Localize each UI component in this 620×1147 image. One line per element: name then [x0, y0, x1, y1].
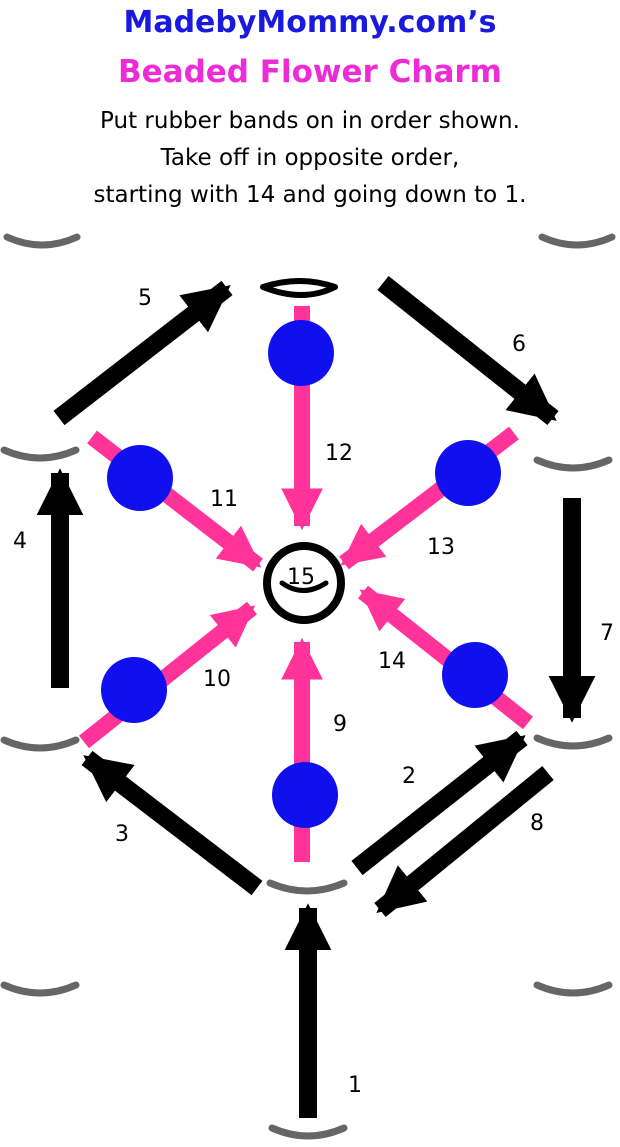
peg-lower-right — [533, 734, 613, 750]
center-band — [279, 580, 329, 593]
step-label-10: 10 — [203, 667, 231, 692]
bead-lower-right — [442, 642, 508, 708]
charm-title: Beaded Flower Charm — [118, 54, 502, 90]
band-10 — [79, 601, 257, 749]
peg-lower-left — [0, 736, 80, 752]
arrow-8 — [374, 766, 554, 917]
step-label-12: 12 — [325, 441, 353, 466]
instruction-line-3: starting with 14 and going down to 1. — [93, 182, 527, 208]
peg-upper-right — [533, 456, 613, 472]
arrow-3 — [81, 750, 263, 896]
peg-upper-left — [0, 446, 80, 462]
instruction-line-1: Put rubber bands on in order shown. — [100, 108, 520, 134]
step-label-15: 15 — [287, 565, 315, 590]
step-label-8: 8 — [530, 811, 544, 836]
peg-center-bottom — [266, 879, 348, 895]
step-label-14: 14 — [378, 649, 406, 674]
bead-top — [268, 320, 334, 386]
pegs — [0, 233, 616, 1140]
band-14 — [358, 585, 533, 730]
center-ring-outer — [263, 542, 345, 624]
step-label-2: 2 — [402, 764, 416, 789]
step-label-9: 9 — [333, 712, 347, 737]
bead-lower-left — [101, 657, 167, 723]
arrow-5 — [53, 280, 233, 426]
step-labels: 1 2 3 4 5 6 7 8 9 10 11 12 13 14 15 — [13, 286, 614, 1098]
step-label-13: 13 — [427, 535, 455, 560]
peg-center-top — [260, 278, 338, 298]
peg-bottom-right — [533, 981, 613, 997]
step-label-7: 7 — [600, 621, 614, 646]
bead-upper-right — [435, 440, 501, 506]
beads — [101, 320, 508, 828]
peg-top-right — [538, 233, 616, 249]
step-label-3: 3 — [115, 822, 129, 847]
site-title: MadebyMommy.com’s — [123, 5, 497, 40]
perimeter-arrows — [36, 275, 596, 1118]
peg-bottom-center — [268, 1124, 348, 1140]
step-label-5: 5 — [138, 286, 152, 311]
step-label-6: 6 — [512, 332, 526, 357]
peg-bottom-left — [0, 981, 80, 997]
arrow-2 — [351, 730, 528, 876]
peg-top-left — [3, 233, 81, 249]
step-label-1: 1 — [348, 1073, 362, 1098]
step-label-11: 11 — [210, 487, 238, 512]
arrow-6 — [377, 275, 559, 426]
bead-bottom — [272, 762, 338, 828]
bead-upper-left — [107, 445, 173, 511]
instruction-line-2: Take off in opposite order, — [160, 145, 460, 171]
step-label-4: 4 — [13, 529, 27, 554]
center-ring — [263, 542, 345, 624]
